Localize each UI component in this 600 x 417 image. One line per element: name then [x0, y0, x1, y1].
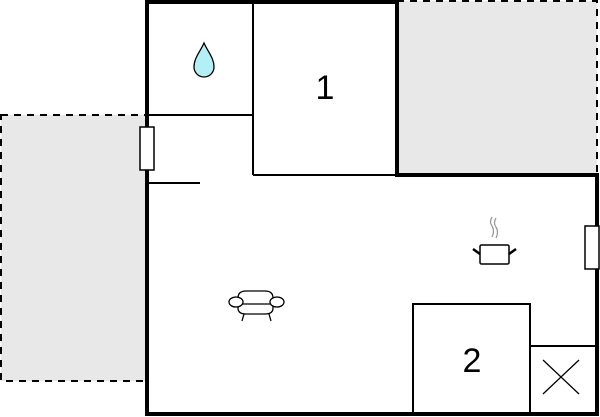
terrace-left — [0, 114, 148, 382]
interior-walls — [147, 2, 597, 414]
sofa-icon — [228, 290, 285, 322]
cooking-pot-icon — [472, 216, 517, 265]
window-right — [584, 225, 600, 270]
water-drop-icon — [193, 41, 215, 78]
room-2-label: 2 — [462, 342, 482, 380]
cross-box-icon — [542, 359, 580, 395]
terrace-top-right — [396, 0, 598, 176]
window-left — [139, 126, 155, 171]
room-1-label: 1 — [315, 69, 335, 107]
